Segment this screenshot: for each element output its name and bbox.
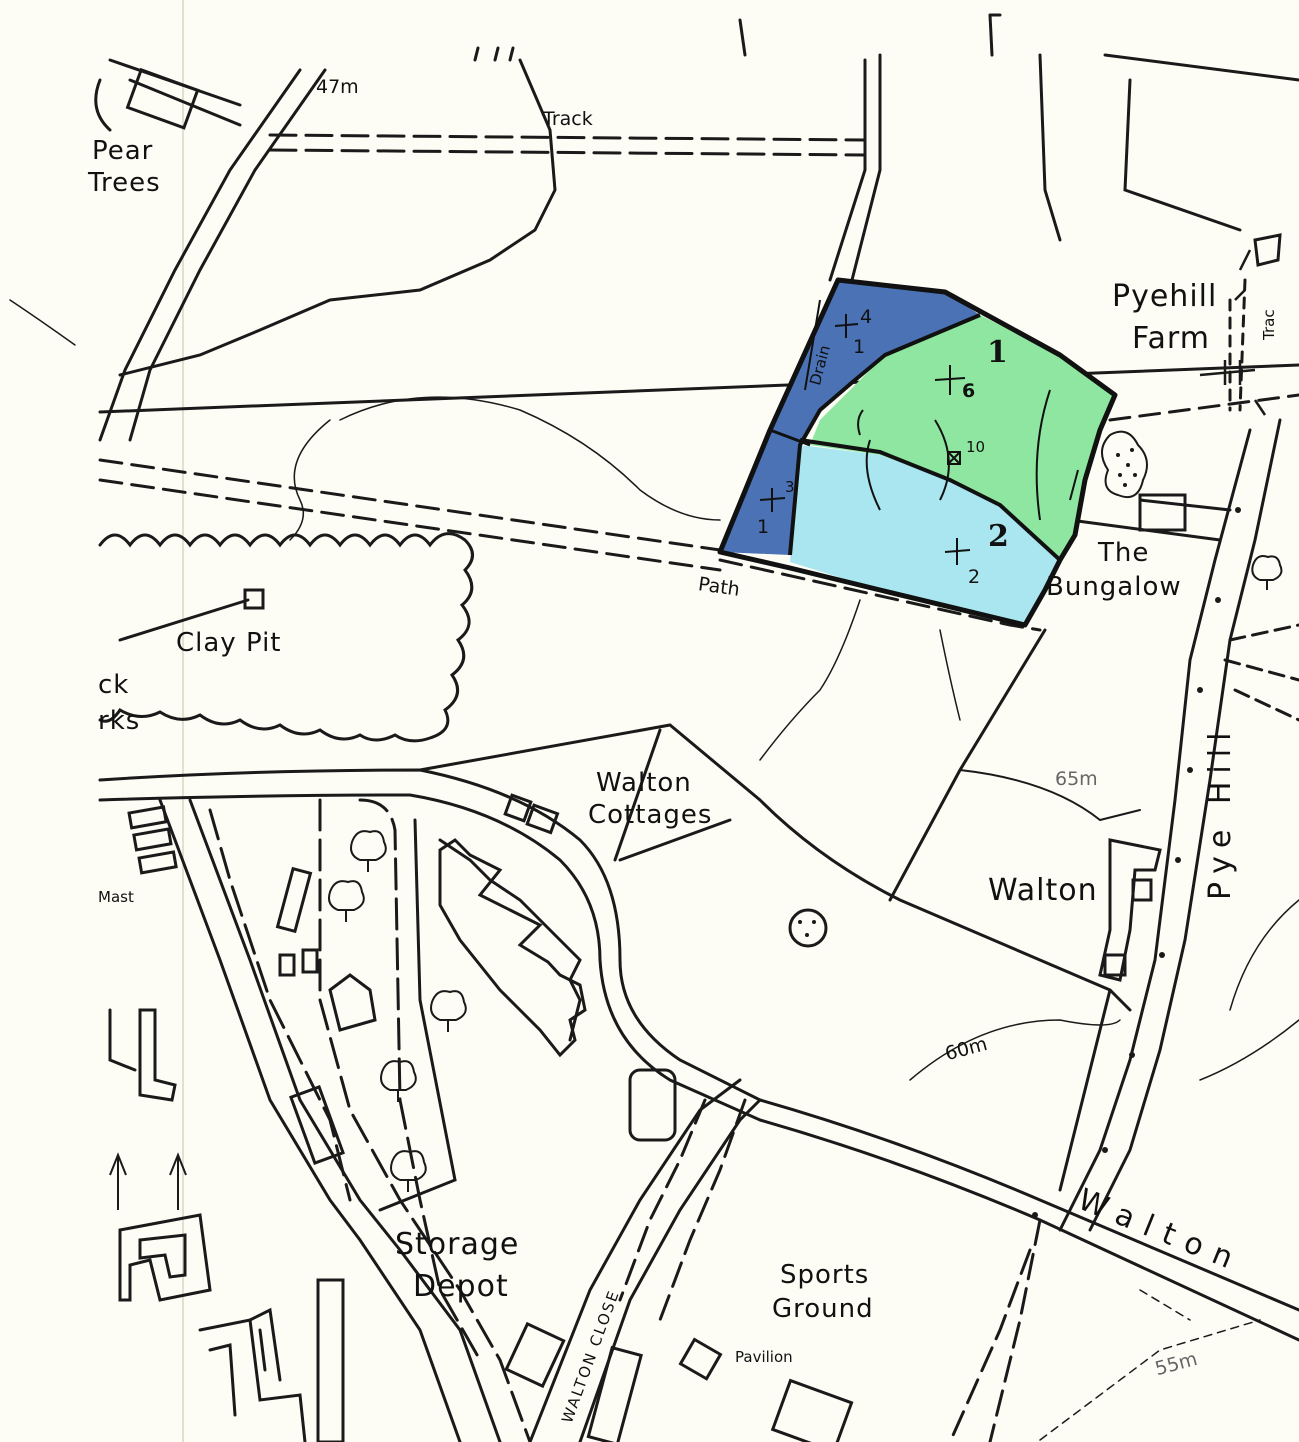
point-4: 4 bbox=[860, 306, 873, 328]
label-sports: Sports bbox=[780, 1260, 870, 1290]
label-mast: Mast bbox=[98, 888, 134, 906]
label-bungalow: Bungalow bbox=[1046, 572, 1182, 602]
building-pear-trees bbox=[125, 67, 200, 130]
label-walton-cottages-1: Walton bbox=[596, 768, 692, 798]
zone-dark-blue bbox=[720, 280, 980, 555]
label-track-top: Track bbox=[543, 108, 593, 130]
road-estate bbox=[158, 798, 462, 1442]
zone-label-2: 2 bbox=[988, 519, 1009, 554]
contour-label-47m: 47m bbox=[316, 76, 359, 98]
point-6: 6 bbox=[962, 380, 976, 402]
label-storage: Storage bbox=[395, 1227, 520, 1262]
point-3: 3 bbox=[785, 478, 795, 496]
contour-label-65m: 65m bbox=[1055, 768, 1098, 790]
pond bbox=[788, 908, 828, 948]
tree-icon bbox=[350, 830, 387, 872]
point-10: 10 bbox=[966, 438, 986, 456]
zone-label-1: 1 bbox=[987, 335, 1008, 370]
clay-pit-outline bbox=[98, 532, 474, 743]
label-brick-works-1: ck bbox=[98, 670, 130, 700]
field-boundary-line bbox=[98, 363, 1299, 414]
building-bungalow bbox=[1138, 493, 1187, 532]
label-walton-cottages-2: Cottages bbox=[588, 800, 713, 830]
road-pye-hill bbox=[1058, 428, 1252, 1232]
label-walton-house: Walton bbox=[988, 873, 1098, 908]
road-main-walton bbox=[98, 768, 1299, 1312]
zone-light-blue bbox=[790, 445, 1060, 625]
label-brick-works-2: rks bbox=[98, 706, 141, 736]
point-2: 2 bbox=[968, 566, 981, 588]
point-3-sub: 1 bbox=[757, 516, 770, 538]
label-trees: Trees bbox=[88, 168, 161, 198]
label-track-right: Trac bbox=[1260, 309, 1278, 340]
label-ground: Ground bbox=[772, 1294, 874, 1324]
building-pavilion bbox=[678, 1337, 723, 1381]
label-clay-pit: Clay Pit bbox=[176, 628, 282, 658]
survey-zones bbox=[720, 280, 1115, 625]
track-dashed-top bbox=[268, 133, 867, 157]
label-the: The bbox=[1098, 538, 1150, 568]
lane-north bbox=[828, 53, 882, 282]
label-farm: Farm bbox=[1132, 321, 1210, 356]
label-pear: Pear bbox=[92, 136, 154, 166]
point-4-sub: 1 bbox=[853, 336, 866, 358]
label-pye-hill: Pye Hill bbox=[1203, 724, 1238, 900]
road-pear-trees bbox=[98, 68, 302, 442]
building-walton bbox=[1131, 878, 1153, 902]
survey-point-10 bbox=[947, 451, 961, 465]
zone-green bbox=[810, 315, 1115, 560]
path-dashed bbox=[98, 458, 722, 572]
label-pavilion: Pavilion bbox=[735, 1348, 793, 1366]
label-depot: Depot bbox=[413, 1269, 509, 1304]
label-pyehill: Pyehill bbox=[1112, 279, 1218, 314]
